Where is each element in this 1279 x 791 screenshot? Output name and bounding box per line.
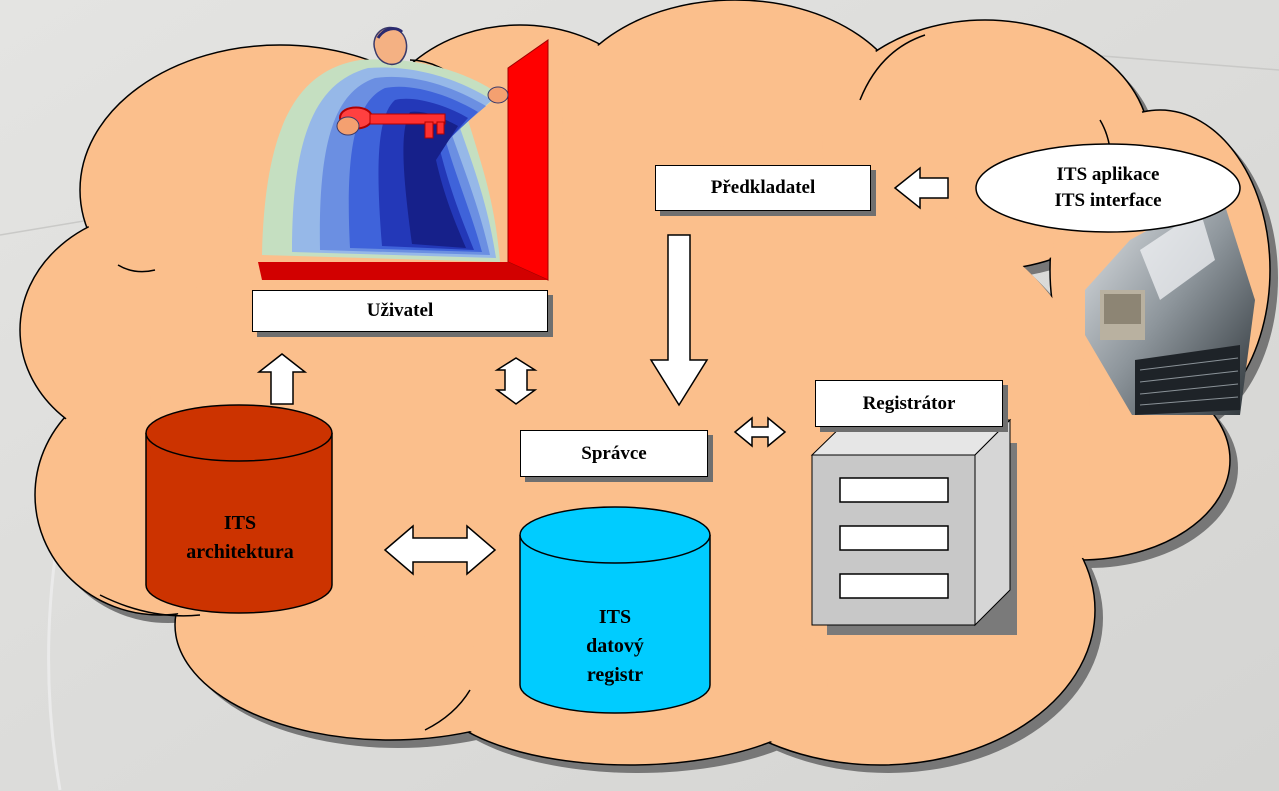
predkladatel-label: Předkladatel <box>710 177 816 198</box>
arrow-left-right-icon <box>383 524 497 576</box>
server-drive-slot <box>839 573 949 599</box>
its-architektura-label: ITS architektura <box>186 512 294 563</box>
uzivatel-label: Uživatel <box>366 300 434 321</box>
registrator-label: Registrátor <box>862 392 956 414</box>
arrow-left-icon <box>893 166 949 210</box>
its-architektura-database <box>145 404 333 614</box>
arrow-up-down-icon <box>494 357 538 405</box>
server-drive-slot <box>839 525 949 551</box>
predkladatel-box: Předkladatel <box>655 165 871 211</box>
its-application-text: ITS aplikace ITS interface <box>988 160 1228 216</box>
arrow-down-icon <box>649 234 709 407</box>
registrator-box: Registrátor <box>815 380 1003 427</box>
registrator-server <box>810 418 1017 635</box>
computer-keyboard-photo-icon <box>1085 190 1255 415</box>
its-interface-label: ITS interface <box>1054 190 1162 211</box>
arrow-left-right-icon <box>733 416 787 448</box>
its-registr-database <box>519 506 711 714</box>
man-opening-door-with-key-icon <box>258 26 549 281</box>
its-aplikace-label: ITS aplikace <box>1056 164 1160 185</box>
uzivatel-box: Uživatel <box>252 290 548 332</box>
arrow-up-icon <box>256 353 308 405</box>
its-registr-label: ITS datový registr <box>586 606 644 686</box>
spravce-label: Správce <box>581 442 647 464</box>
spravce-box: Správce <box>520 430 708 477</box>
its-application-ellipse <box>975 143 1241 233</box>
server-drive-slot <box>839 477 949 503</box>
